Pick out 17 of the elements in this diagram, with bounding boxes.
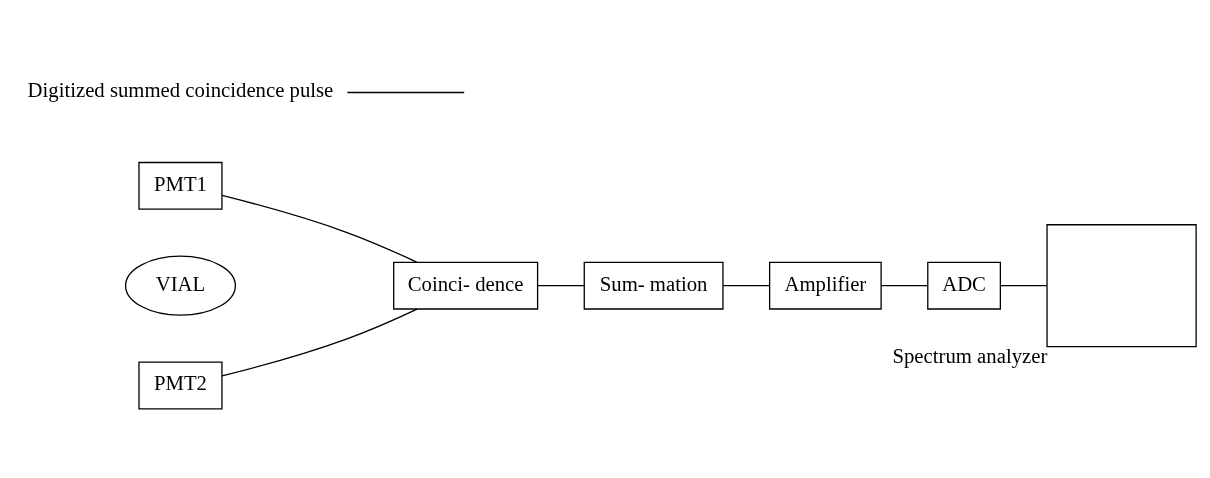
node-box: ADC bbox=[927, 261, 1001, 310]
connector bbox=[722, 285, 771, 287]
connector bbox=[537, 285, 585, 287]
connector bbox=[221, 308, 418, 377]
node-box: Coinci- dence bbox=[393, 261, 539, 310]
connector bbox=[880, 285, 929, 287]
node-box: Sum- mation bbox=[583, 261, 724, 310]
node-chart bbox=[1046, 224, 1197, 348]
connector bbox=[221, 194, 418, 263]
node-ellipse: VIAL bbox=[124, 255, 236, 316]
node-text: Digitized summed coincidence pulse bbox=[27, 79, 334, 102]
node-label: Spectrum analyzer bbox=[892, 345, 1048, 368]
node-box: Amplifier bbox=[769, 261, 882, 310]
node-box: PMT2 bbox=[138, 361, 223, 410]
connector bbox=[999, 285, 1048, 287]
node-box: PMT1 bbox=[138, 161, 223, 210]
connector bbox=[346, 91, 465, 94]
